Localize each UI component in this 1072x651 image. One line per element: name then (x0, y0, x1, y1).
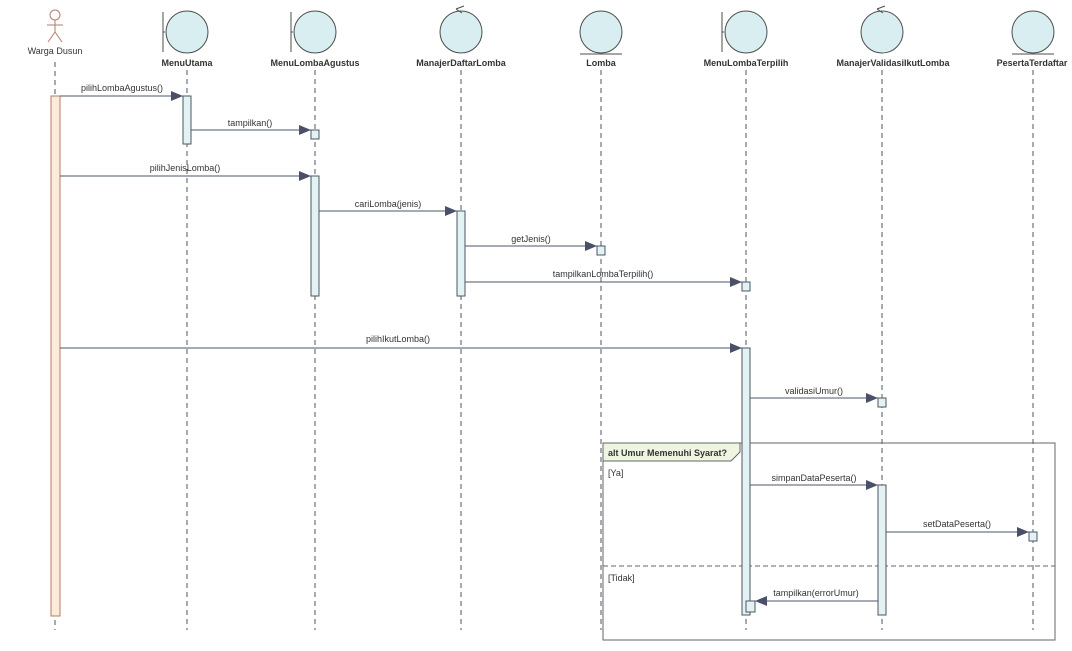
message-set-data-peserta[interactable]: setDataPeserta() (886, 519, 1029, 537)
message-simpan-data-peserta[interactable]: simpanDataPeserta() (750, 473, 878, 490)
activation-bar (745, 600, 756, 613)
participant-label: MenuLombaAgustus (271, 58, 360, 68)
activation-bar (596, 245, 606, 256)
message-label: validasiUmur() (785, 386, 843, 396)
message-tampilkan[interactable]: tampilkan() (191, 118, 311, 135)
activation-bar (310, 129, 320, 140)
message-tampilkan-lomba-terpilih[interactable]: tampilkanLombaTerpilih() (465, 269, 742, 287)
entity-icon (1011, 10, 1055, 55)
actor-icon (47, 9, 63, 43)
message-label: tampilkan(errorUmur) (773, 588, 859, 598)
participant-lomba[interactable]: Lomba (579, 10, 623, 68)
message-pilih-lomba-agustus[interactable]: pilihLombaAgustus() (60, 83, 183, 101)
guard-ya: [Ya] (608, 468, 623, 478)
participant-label: ManajerDaftarLomba (416, 58, 507, 68)
entity-icon (579, 10, 623, 55)
message-pilih-ikut-lomba[interactable]: pilihIkutLomba() (60, 334, 742, 353)
activation-bar (877, 484, 887, 616)
message-label: tampilkanLombaTerpilih() (553, 269, 654, 279)
participant-label: MenuLombaTerpilih (704, 58, 789, 68)
activation-bar (456, 210, 466, 297)
participant-menu-lomba-terpilih[interactable]: MenuLombaTerpilih (704, 10, 789, 68)
message-pilih-jenis-lomba[interactable]: pilihJenisLomba() (60, 163, 311, 181)
message-label: cariLomba(jenis) (355, 199, 422, 209)
participant-label: Warga Dusun (28, 46, 83, 56)
participant-peserta-terdaftar[interactable]: PesertaTerdaftar (997, 10, 1068, 68)
participant-manajer-validasi-ikut-lomba[interactable]: ManajerValidasiIkutLomba (836, 5, 951, 68)
participant-label: ManajerValidasiIkutLomba (836, 58, 950, 68)
message-cari-lomba[interactable]: cariLomba(jenis) (319, 199, 457, 216)
message-validasi-umur[interactable]: validasiUmur() (750, 386, 878, 403)
participant-label: Lomba (586, 58, 616, 68)
fragment-operator-label: alt Umur Memenuhi Syarat? (608, 448, 727, 458)
fragment-operator-tab (602, 442, 741, 462)
message-tampilkan-error-umur[interactable]: tampilkan(errorUmur) (755, 588, 878, 606)
activations (50, 95, 1038, 617)
guard-tidak: [Tidak] (608, 573, 635, 583)
message-label: pilihLombaAgustus() (81, 83, 163, 93)
alt-fragment[interactable]: alt Umur Memenuhi Syarat? [Ya] [Tidak] (602, 442, 1056, 641)
message-label: pilihJenisLomba() (150, 163, 221, 173)
boundary-icon (290, 10, 337, 54)
participant-menu-lomba-agustus[interactable]: MenuLombaAgustus (271, 10, 360, 68)
activation-bar (182, 95, 192, 145)
activation-bar (741, 347, 751, 616)
activation-bar (877, 397, 887, 408)
activation-bar (741, 281, 751, 292)
activation-bar (1028, 531, 1038, 542)
activation-bar (310, 175, 320, 297)
participant-menu-utama[interactable]: MenuUtama (161, 10, 213, 68)
control-icon (860, 5, 904, 54)
message-label: pilihIkutLomba() (366, 334, 430, 344)
message-get-jenis[interactable]: getJenis() (465, 234, 597, 251)
participant-label: PesertaTerdaftar (997, 58, 1068, 68)
message-label: simpanDataPeserta() (771, 473, 856, 483)
boundary-icon (162, 10, 209, 54)
fragment-frame (602, 442, 1056, 641)
control-icon (439, 5, 483, 54)
message-label: getJenis() (511, 234, 551, 244)
participant-label: MenuUtama (161, 58, 213, 68)
boundary-icon (721, 10, 768, 54)
participant-manajer-daftar-lomba[interactable]: ManajerDaftarLomba (416, 5, 507, 68)
message-label: setDataPeserta() (923, 519, 991, 529)
activation-bar (50, 95, 61, 617)
message-label: tampilkan() (228, 118, 273, 128)
participant-warga-dusun[interactable]: Warga Dusun (28, 9, 83, 56)
